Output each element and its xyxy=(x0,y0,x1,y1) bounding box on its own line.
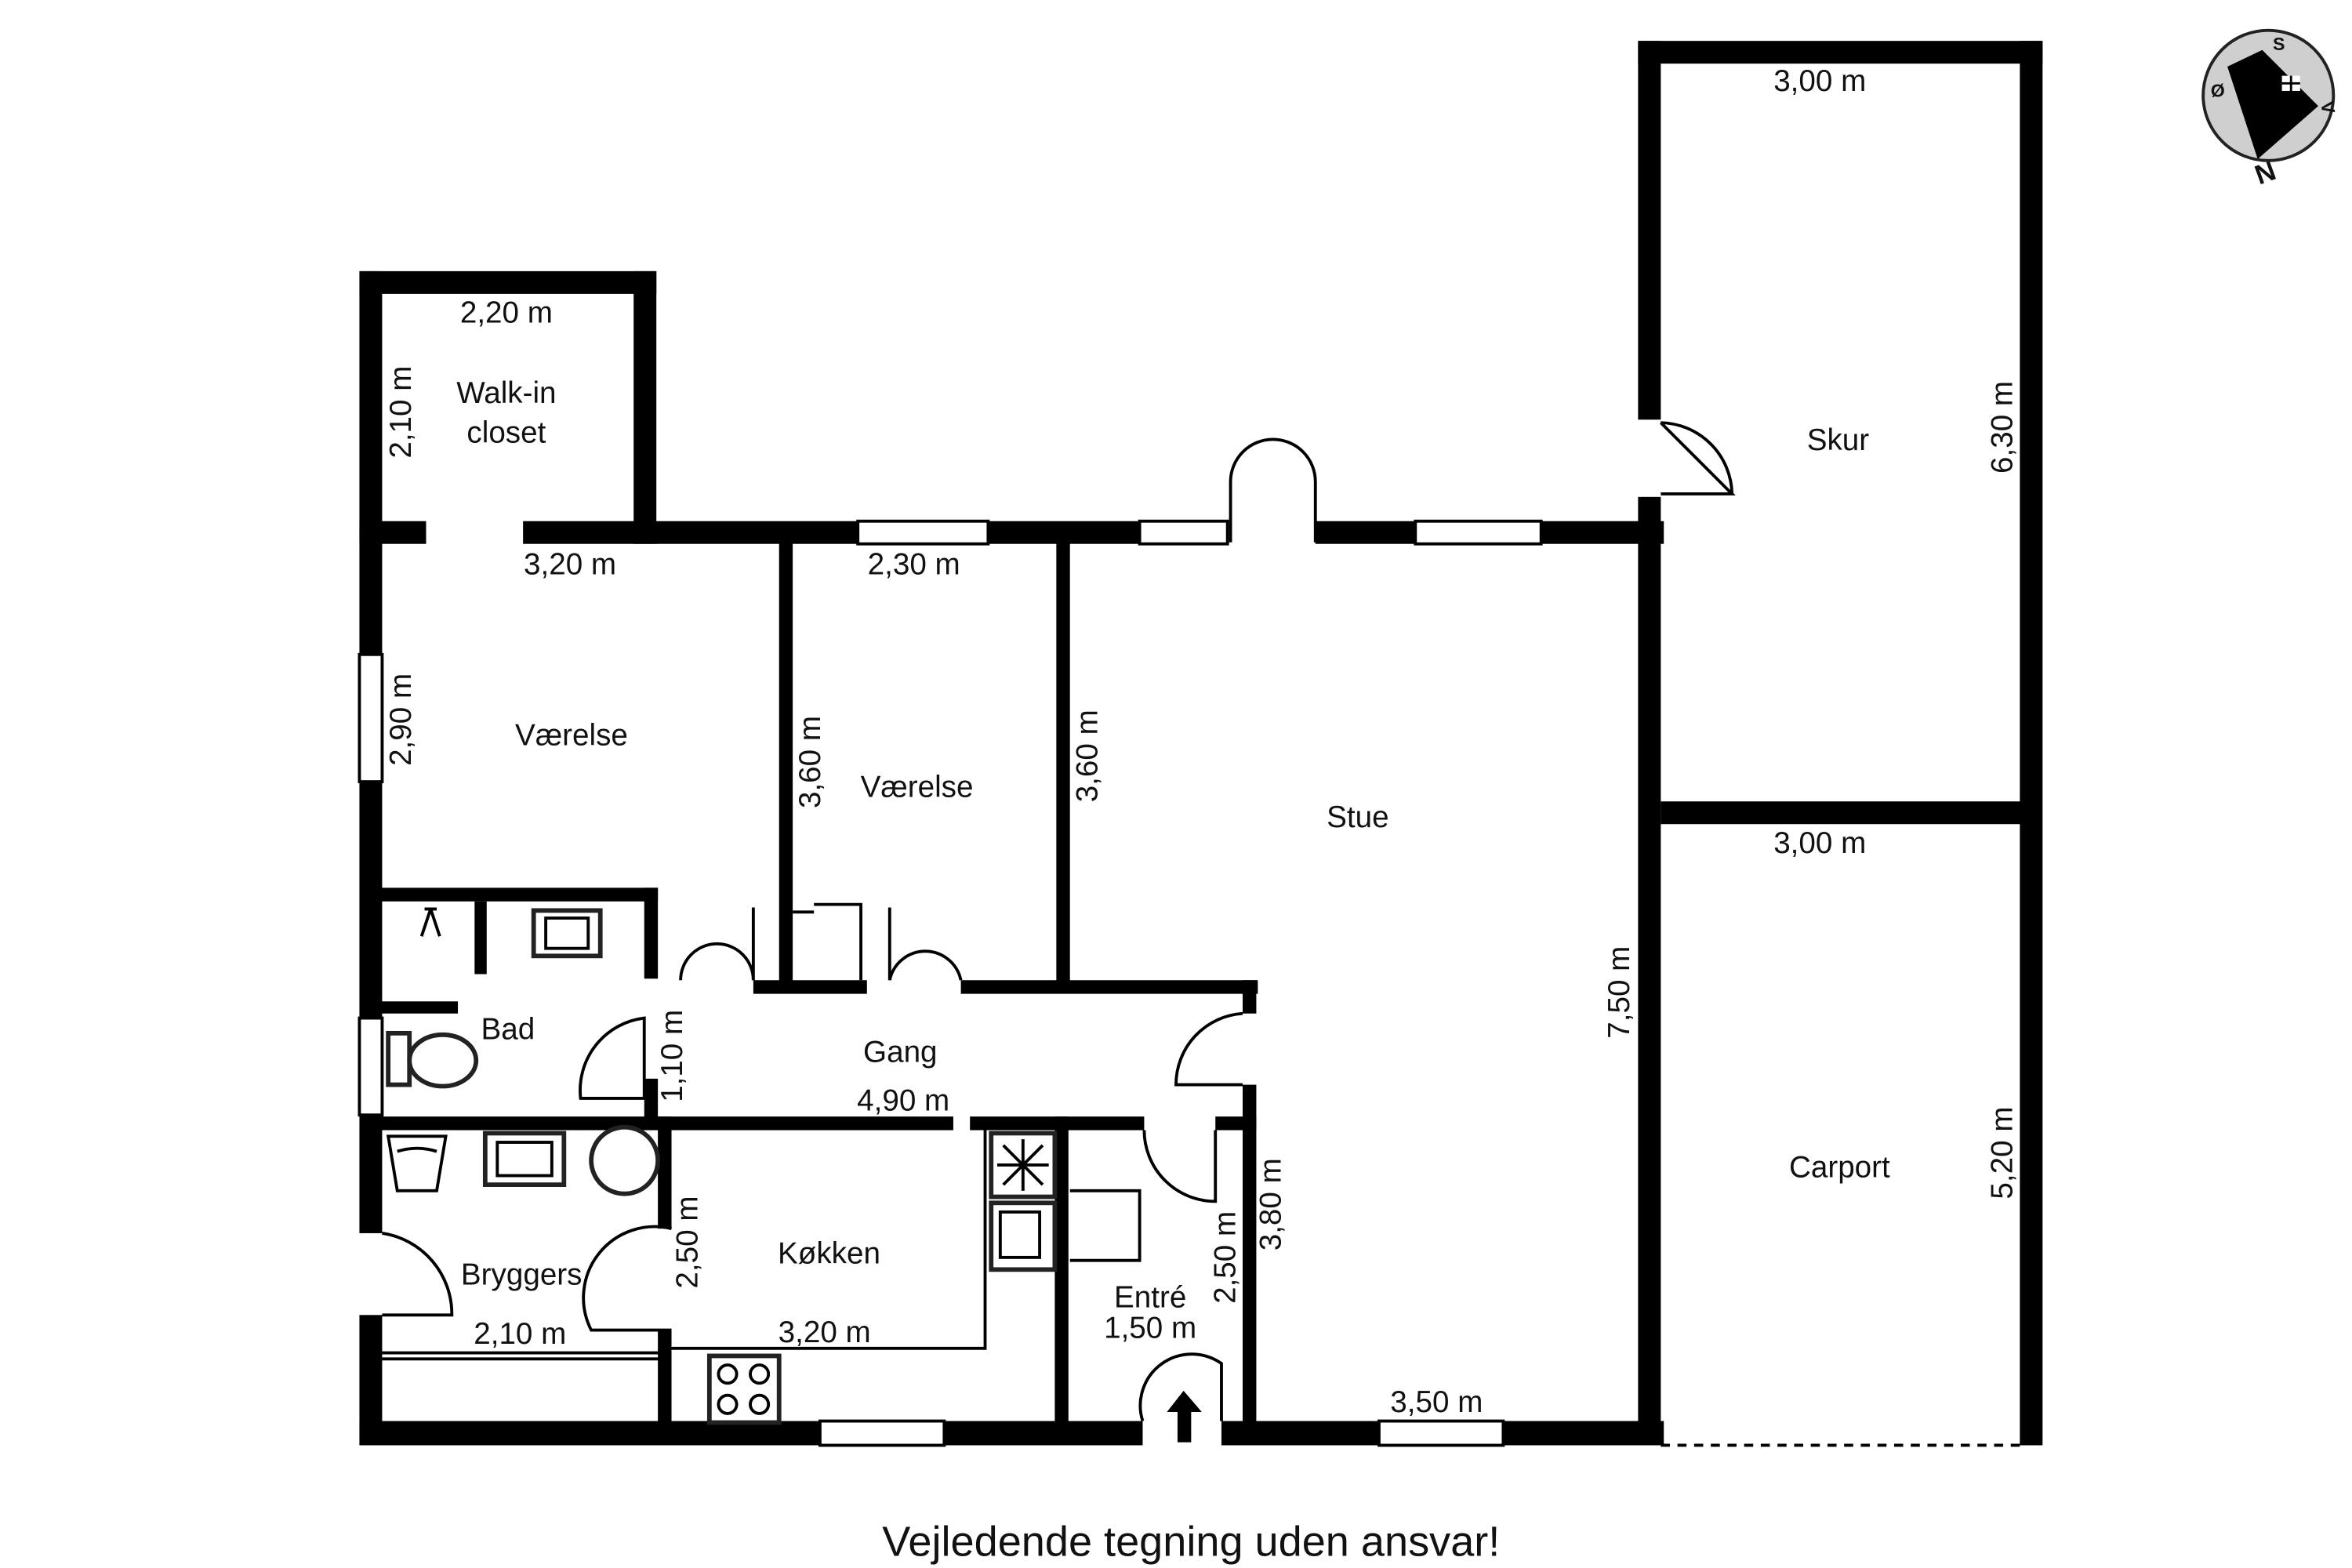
compass-v-label: V xyxy=(2317,100,2339,115)
dim-carport-width: 3,00 m xyxy=(1773,826,1866,860)
room-vaerelse-2-label: Værelse xyxy=(861,770,974,804)
dim-koekken-width: 3,20 m xyxy=(779,1316,871,1349)
dim-gang-width: 4,90 m xyxy=(857,1083,949,1117)
compass-s-label: S xyxy=(2273,34,2285,54)
dim-entre-height: 2,50 m xyxy=(1208,1211,1242,1304)
dim-stue-left-height: 3,60 m xyxy=(1071,710,1105,802)
dim-stue-bottom-width: 3,50 m xyxy=(1390,1385,1483,1419)
room-stue-label: Stue xyxy=(1327,800,1388,834)
room-bad-label: Bad xyxy=(481,1013,535,1047)
dim-vaerelse-1-height: 2,90 m xyxy=(384,673,418,766)
room-koekken-label: Køkken xyxy=(778,1237,880,1271)
dim-bryggers-width: 2,10 m xyxy=(474,1317,566,1351)
dim-vaerelse-2-width: 2,30 m xyxy=(868,547,960,581)
dim-koekken-height: 2,50 m xyxy=(670,1196,704,1288)
room-gang-label: Gang xyxy=(863,1036,938,1069)
fixtures xyxy=(382,902,2020,1447)
room-labels: Walk-in closet Værelse Værelse Stue Skur… xyxy=(456,376,1890,1315)
dim-entre-side-height: 3,80 m xyxy=(1254,1158,1287,1250)
room-vaerelse-1-label: Værelse xyxy=(515,719,628,753)
dim-vaerelse-1-width: 3,20 m xyxy=(524,547,616,581)
dim-carport-height: 5,20 m xyxy=(1986,1106,2020,1199)
dim-skur-width: 3,00 m xyxy=(1773,64,1866,98)
dim-vaerelse-2-height: 3,60 m xyxy=(793,716,827,808)
compass-o-label: Ø xyxy=(2211,81,2225,101)
room-bryggers-label: Bryggers xyxy=(461,1258,583,1292)
room-walkin-label-2: closet xyxy=(466,416,546,449)
disclaimer-text: Vejledende tegning uden ansvar! xyxy=(882,1519,1500,1566)
dim-walkin-width: 2,20 m xyxy=(460,296,553,330)
dim-stue-height: 7,50 m xyxy=(1602,946,1636,1039)
compass-icon: N S Ø V xyxy=(2201,28,2339,191)
dim-gang-height: 1,10 m xyxy=(655,1010,689,1102)
room-walkin-label: Walk-in xyxy=(456,376,556,410)
windows xyxy=(358,519,1543,1447)
doors xyxy=(382,421,1736,1422)
dim-walkin-height: 2,10 m xyxy=(384,366,418,459)
dimension-labels: 2,20 m 2,10 m 3,20 m 2,90 m 2,30 m 3,60 … xyxy=(384,64,2020,1419)
room-skur-label: Skur xyxy=(1807,423,1870,457)
room-carport-label: Carport xyxy=(1789,1150,1890,1184)
room-entre-label: Entré xyxy=(1114,1281,1186,1315)
entrance-arrow-icon xyxy=(1167,1390,1202,1443)
dim-entre-width: 1,50 m xyxy=(1104,1311,1196,1345)
dim-skur-height: 6,30 m xyxy=(1986,381,2020,474)
